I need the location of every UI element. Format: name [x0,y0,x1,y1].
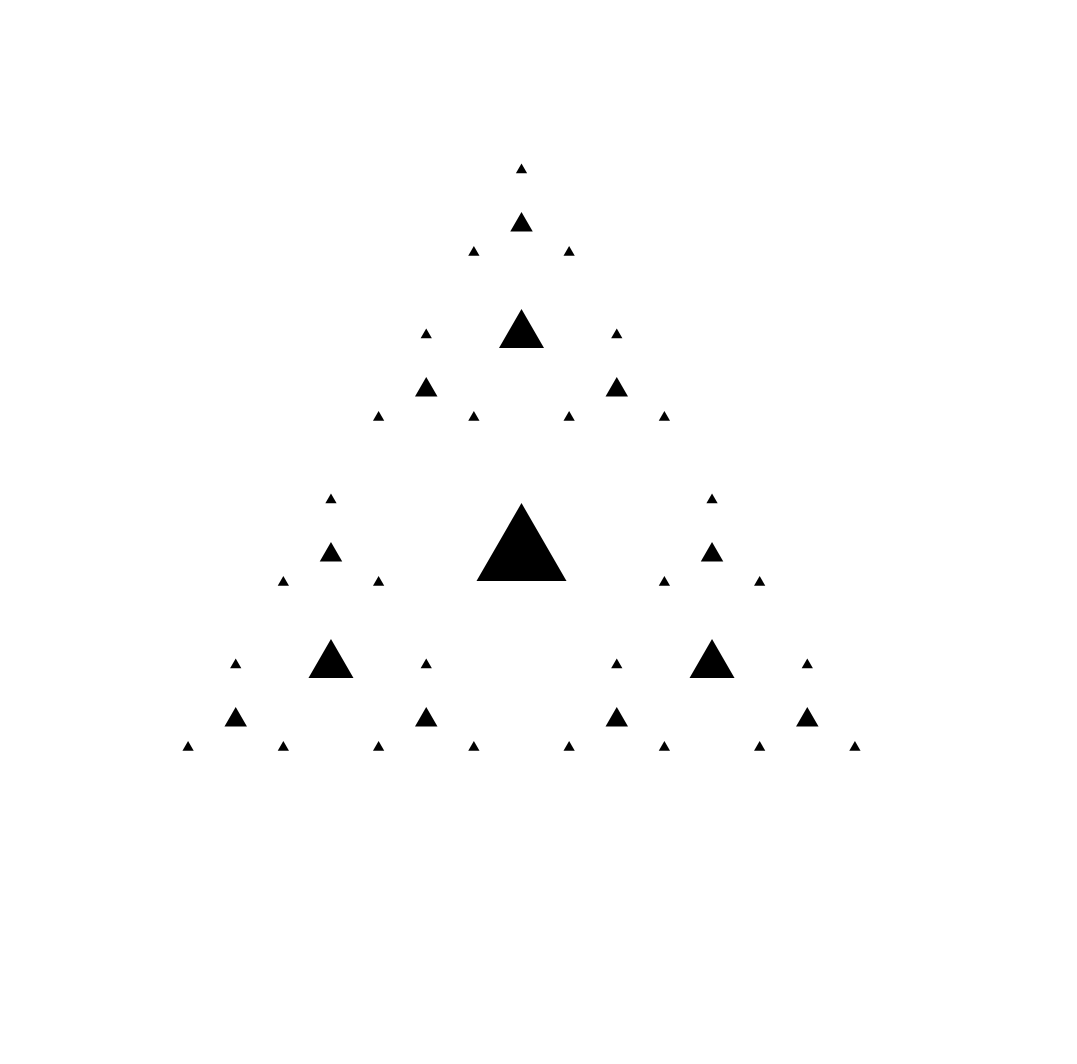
fractal-triangle-l3-15 [319,542,343,562]
fractal-triangle-l4-17 [277,576,289,586]
fractal-triangle-l3-19 [224,707,247,727]
fractal-triangle-l4-12 [563,411,575,421]
fractal-triangle-l4-31 [754,576,766,586]
fractal-triangle-l4-22 [277,741,289,751]
fractal-triangle-l3-28 [700,542,724,562]
fractal-triangle-l4-16 [325,493,337,504]
fractal-triangle-l4-30 [658,576,671,586]
fractal-triangle-l2-27 [689,639,735,678]
fractal-triangle-l4-11 [611,328,623,339]
fractal-triangle-l4-37 [801,658,813,669]
fractal-triangle-l4-35 [658,741,671,751]
fractal-triangle-l3-6 [414,377,438,397]
fractal-triangle-l4-9 [468,411,480,421]
fractal-triangle-l4-8 [372,411,385,421]
fractal-triangle-l4-18 [372,576,385,586]
fractal-triangle-l4-33 [611,658,623,669]
fractal-triangle-l4-24 [420,658,432,669]
fractal-triangle-l4-5 [563,246,575,256]
fractal-triangle-l4-34 [563,741,575,751]
fractal-triangle-l4-21 [182,741,194,751]
fractal-group [182,163,861,751]
fractal-triangle-l4-3 [515,163,528,174]
fractal-triangle-l2-1 [499,309,544,348]
fractal-triangle-l1-0 [476,503,567,581]
fractal-triangle-l3-10 [605,377,629,397]
fractal-triangle-l2-14 [308,639,354,678]
fractal-triangle-l4-20 [230,658,242,669]
fractal-triangle-l4-39 [849,741,861,751]
fractal-triangle-l4-26 [468,741,480,751]
fractal-triangle-l3-32 [605,707,629,727]
fractal-triangle-l4-13 [658,411,671,421]
fractal-triangle-l4-29 [706,493,718,504]
fractal-triangle-l3-23 [414,707,438,727]
fractal-triangle-l4-25 [372,741,385,751]
fractal-triangle-l3-2 [510,212,533,232]
fractal-triangle-l3-36 [796,707,819,727]
fractal-triangle-l4-7 [420,328,432,339]
fractal-triangle-l4-38 [754,741,766,751]
fractal-triangle-l4-4 [468,246,480,256]
